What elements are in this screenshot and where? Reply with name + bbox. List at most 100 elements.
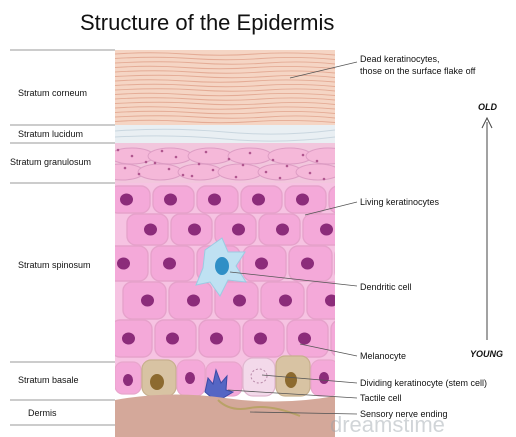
cell-nucleus [347, 258, 360, 270]
corneum-fiber [115, 56, 335, 61]
cell-nucleus [319, 372, 329, 384]
callout-dead-keratinocytes: Dead keratinocytes, [360, 54, 440, 64]
corneum-fibers [115, 52, 335, 124]
axis-label-old: OLD [478, 102, 497, 112]
dividing-cell [242, 357, 276, 397]
corneum-fiber [115, 97, 335, 101]
corneum-fiber [115, 106, 335, 110]
cell-nucleus [342, 333, 355, 345]
cell-nucleus [320, 223, 333, 236]
keratohyalin-granule [315, 159, 319, 163]
keratinocyte [334, 251, 335, 276]
keratohyalin-granule [160, 149, 164, 153]
callout-living-keratinocytes: Living keratinocytes [360, 197, 440, 207]
keratohyalin-granule [181, 173, 185, 177]
melanin-granule [285, 372, 297, 388]
keratinocyte [115, 245, 149, 282]
dividing-nucleus [250, 368, 268, 384]
cell-nucleus [185, 372, 195, 384]
cell-nucleus [122, 332, 135, 345]
cell-nucleus [123, 374, 133, 386]
lucidum-line [115, 128, 335, 135]
cell-nucleus [117, 257, 130, 270]
cell-nucleus [120, 193, 133, 206]
keratohyalin-granule [301, 153, 305, 157]
granulosum-cell [187, 147, 233, 165]
melanin-granule [150, 374, 164, 390]
corneum-fiber [115, 83, 335, 88]
label-stratum-basale: Stratum basale [18, 375, 79, 385]
dendritic-nucleus [215, 257, 229, 275]
cell-nucleus [232, 223, 245, 236]
keratohyalin-granule [197, 162, 201, 166]
keratohyalin-granule [153, 161, 157, 165]
keratinocyte [302, 213, 335, 246]
keratohyalin-granule [227, 157, 231, 161]
cell-nucleus [164, 193, 177, 206]
keratinocyte [306, 281, 335, 320]
corneum-fiber [115, 52, 335, 56]
cell-nucleus [276, 223, 289, 236]
corneum-fiber [115, 119, 335, 124]
cell-nucleus [141, 294, 154, 307]
lucidum-line [115, 135, 335, 142]
cell-nucleus [233, 294, 246, 307]
keratohyalin-granule [204, 150, 208, 154]
keratinocyte [330, 320, 335, 357]
sensory-nerve-fiber [217, 399, 301, 417]
corneum-fiber [115, 61, 335, 65]
label-stratum-corneum: Stratum corneum [18, 88, 87, 98]
keratohyalin-granule [144, 160, 148, 164]
keratohyalin-granule [271, 158, 275, 162]
callout-dendritic-cell: Dendritic cell [360, 282, 412, 292]
cell-nucleus [325, 294, 335, 307]
granulosum-cell [147, 147, 193, 165]
keratohyalin-granule [174, 155, 178, 159]
cell-nucleus [163, 257, 176, 270]
cell-nucleus [279, 294, 292, 307]
granulosum-cell [177, 163, 223, 181]
callout-dead-keratinocytes-detail: those on the surface flake off [360, 66, 476, 76]
corneum-fiber [115, 101, 335, 106]
keratohyalin-granule [264, 170, 268, 174]
cell-nucleus [254, 332, 267, 345]
cell-nucleus [208, 193, 221, 206]
dermis-region [115, 394, 335, 437]
granulosum-cell [305, 147, 335, 165]
corneum-fiber [115, 110, 335, 115]
watermark: dreamstime [330, 412, 445, 437]
keratohyalin-granule [322, 177, 326, 181]
corneum-fiber [115, 115, 335, 119]
cell-nucleus [187, 294, 200, 307]
cell-nucleus [296, 193, 309, 206]
age-axis: OLD YOUNG [470, 102, 503, 359]
cell-nucleus [252, 193, 265, 206]
keratohyalin-granule [190, 174, 194, 178]
layer-labels: Stratum corneum Stratum lucidum Stratum … [10, 49, 115, 426]
corneum-fiber [115, 92, 335, 97]
keratohyalin-granule [248, 151, 252, 155]
keratohyalin-granule [123, 166, 127, 170]
granulosum-cell [115, 163, 145, 181]
age-arrow-head-icon [481, 116, 493, 129]
tissue-block [115, 50, 360, 437]
granulosum-cell [267, 147, 313, 165]
stratum-corneum-region [115, 50, 335, 125]
diagram-title: Structure of the Epidermis [80, 10, 334, 35]
granulosum-cell [295, 163, 335, 181]
dendritic-cell [195, 237, 247, 297]
label-dermis: Dermis [28, 408, 57, 418]
callout-melanocyte: Melanocyte [360, 351, 406, 361]
granulosum-cells [115, 147, 335, 181]
cell-nucleus [301, 257, 314, 270]
corneum-fiber [115, 79, 335, 83]
granulosum-cell [137, 163, 183, 181]
granulosum-cell [227, 147, 273, 165]
label-stratum-spinosum: Stratum spinosum [18, 260, 91, 270]
keratohyalin-granule [211, 168, 215, 172]
label-stratum-lucidum: Stratum lucidum [18, 129, 83, 139]
keratohyalin-granule [116, 148, 120, 152]
keratinocyte [328, 185, 335, 214]
cell-nucleus [188, 223, 201, 236]
